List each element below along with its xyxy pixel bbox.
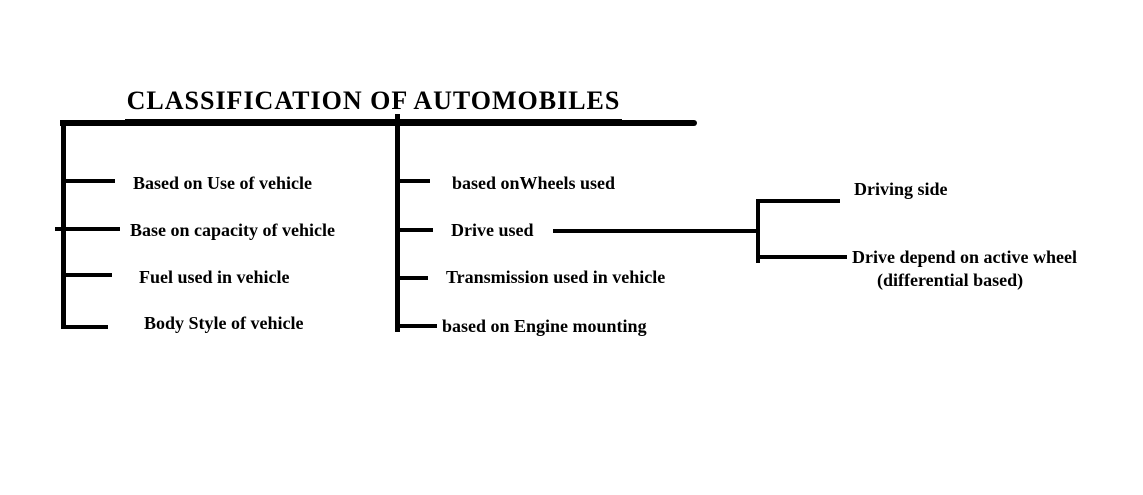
middle-branch-trunk-line bbox=[395, 114, 400, 332]
node-differential-based: (differential based) bbox=[877, 270, 1024, 290]
node-body-style-of-vehicle: Body Style of vehicle bbox=[144, 313, 304, 333]
drive-used-connector-line bbox=[553, 229, 758, 233]
node-base-on-capacity-of-vehicle: Base on capacity of vehicle bbox=[130, 220, 335, 240]
node-fuel-used-in-vehicle: Fuel used in vehicle bbox=[139, 267, 290, 287]
node-based-on-wheels-used: based onWheels used bbox=[452, 173, 616, 193]
left-branch-tick-1 bbox=[66, 179, 115, 183]
middle-branch-tick-3 bbox=[400, 276, 428, 280]
node-transmission-used-in-vehicle: Transmission used in vehicle bbox=[446, 267, 666, 287]
node-drive-depend-on-active-wheel: Drive depend on active wheel bbox=[852, 247, 1077, 267]
middle-branch-tick-2 bbox=[400, 228, 433, 232]
node-based-on-engine-mounting: based on Engine mounting bbox=[442, 316, 647, 336]
left-branch-trunk-line bbox=[61, 120, 66, 329]
middle-branch-tick-1 bbox=[400, 179, 430, 183]
left-branch-tick-2 bbox=[55, 227, 120, 231]
drive-used-bracket-bottom-tick bbox=[756, 255, 847, 259]
root-horizontal-bar bbox=[60, 120, 697, 126]
drive-used-bracket-top-tick bbox=[756, 199, 840, 203]
page-title: CLASSIFICATION OF AUTOMOBILES bbox=[125, 86, 622, 122]
left-branch-tick-4 bbox=[66, 325, 108, 329]
node-based-on-use-of-vehicle: Based on Use of vehicle bbox=[133, 173, 312, 193]
left-branch-tick-3 bbox=[66, 273, 112, 277]
node-drive-used: Drive used bbox=[451, 220, 534, 240]
drive-used-bracket-vertical bbox=[756, 199, 760, 263]
node-driving-side: Driving side bbox=[854, 179, 948, 199]
middle-branch-tick-4 bbox=[400, 324, 437, 328]
